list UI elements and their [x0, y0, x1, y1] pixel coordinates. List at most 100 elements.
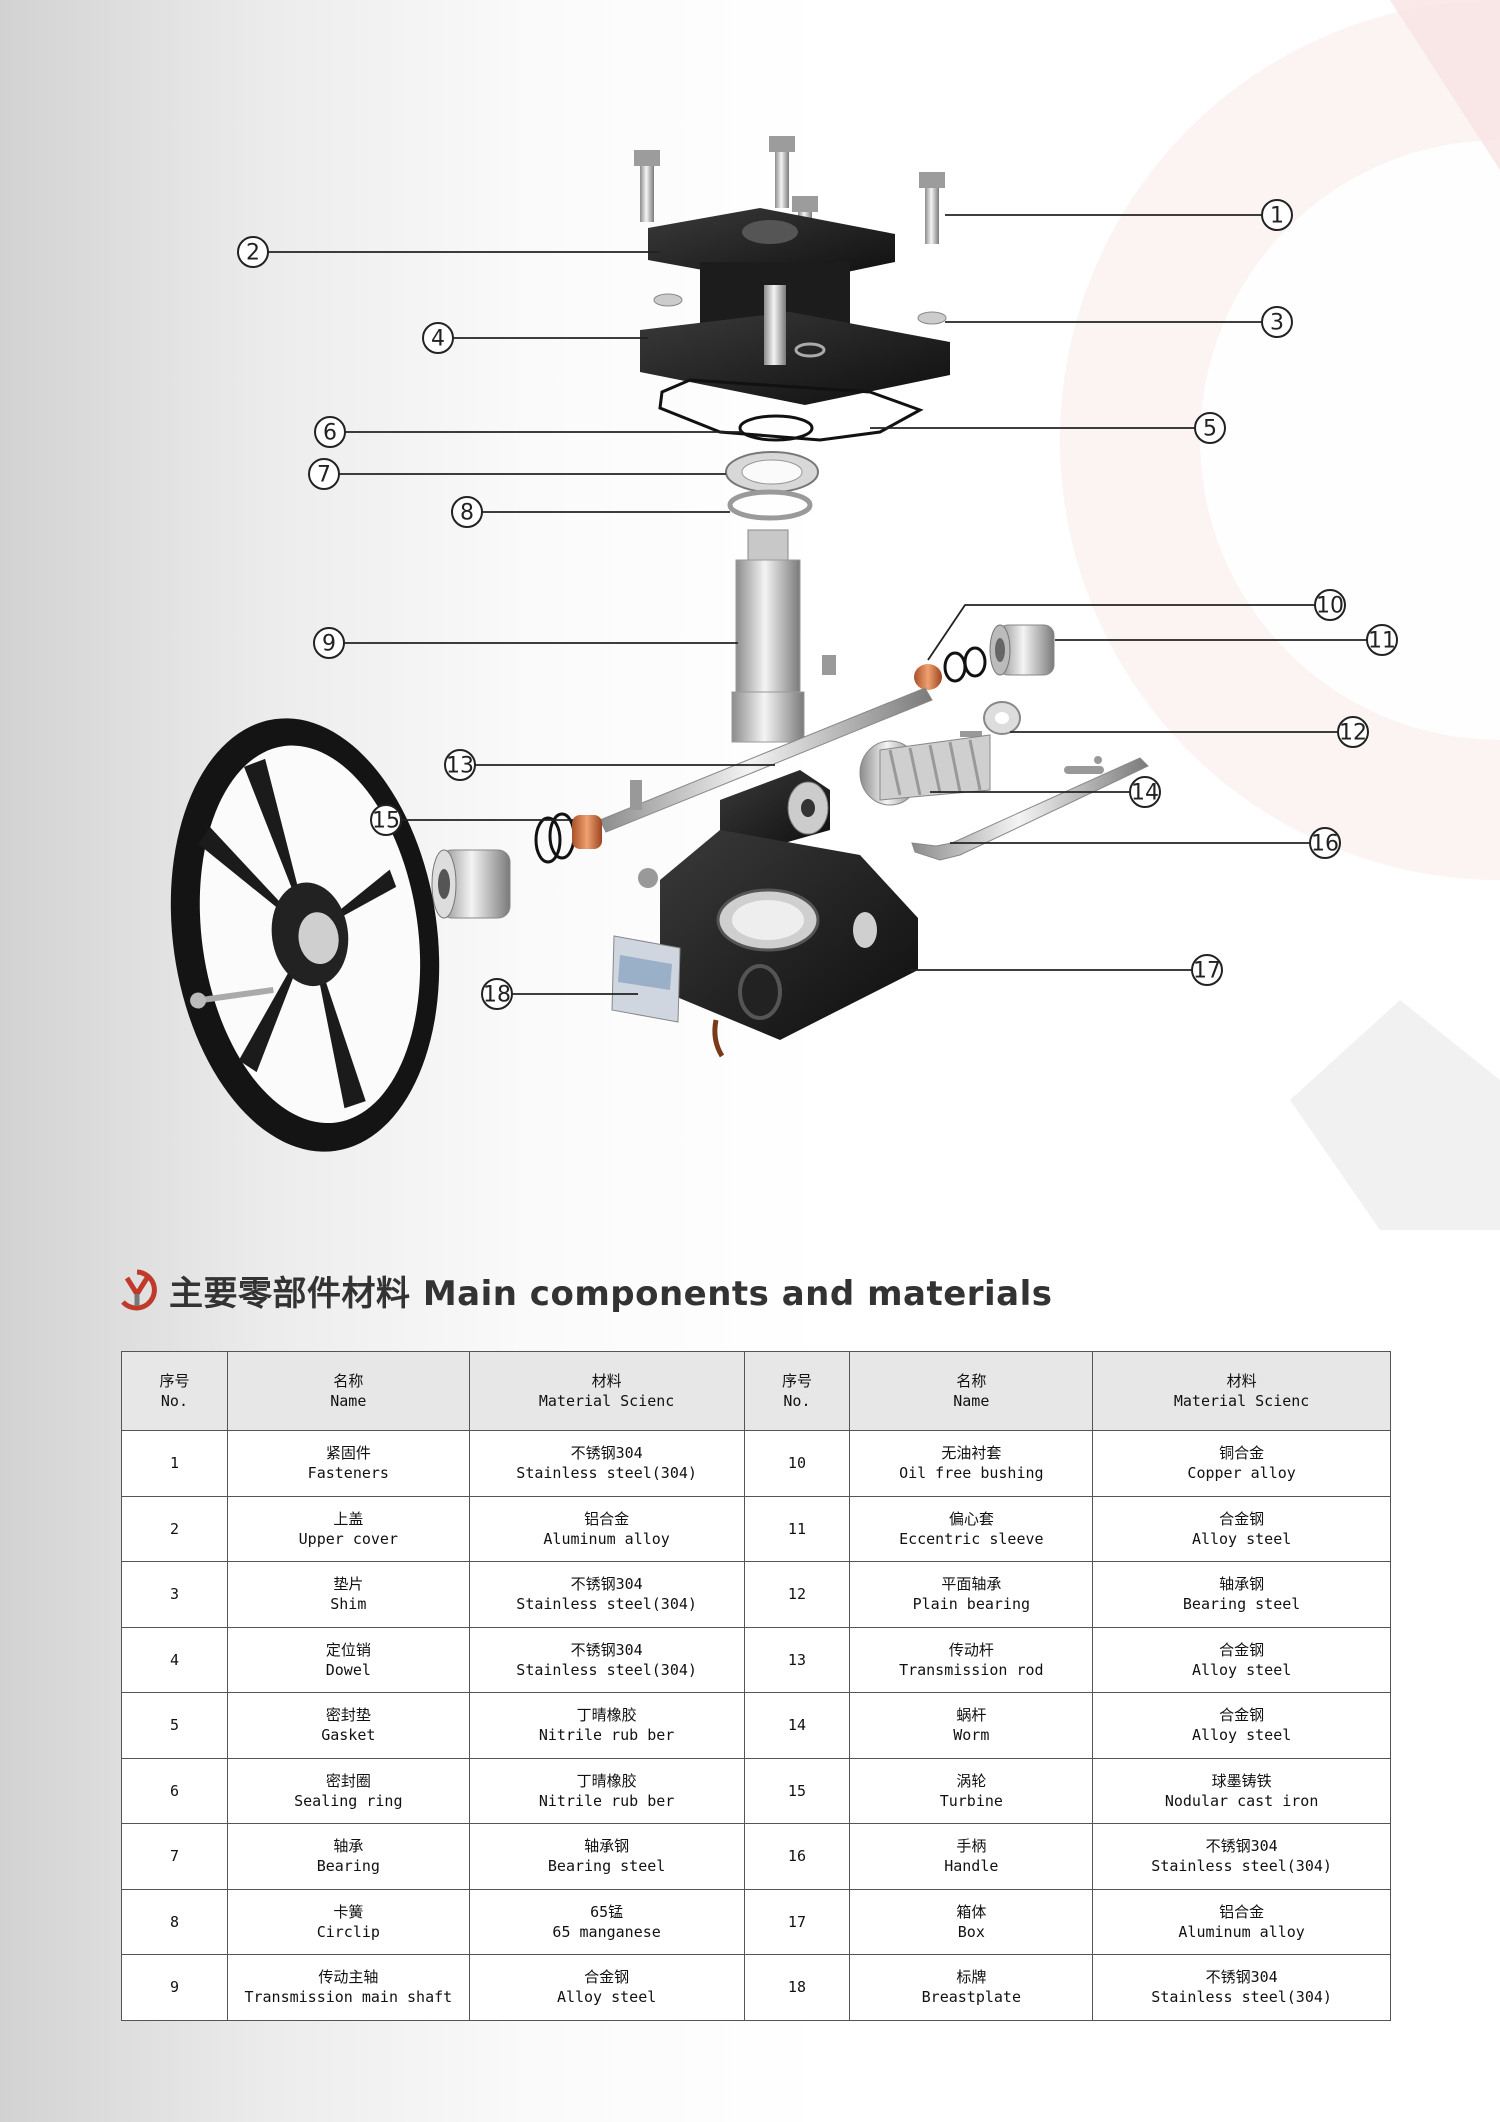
name-en-text: Gasket [321, 1726, 376, 1745]
cell-no: 4 [121, 1626, 228, 1693]
oil-free-bushing-part [914, 646, 987, 690]
no2-text: 17 [787, 1912, 806, 1931]
mat2-cn-text: 合金钢 [1219, 1509, 1265, 1528]
name-en-text: Shim [330, 1595, 367, 1614]
mat-en-text: 65 manganese [552, 1922, 661, 1941]
name2-cn-text: 平面轴承 [941, 1575, 1002, 1594]
mat2-en-text: Bearing steel [1182, 1595, 1301, 1614]
upper-cover-part [640, 208, 950, 405]
worm-part [859, 734, 991, 806]
shim-part-2 [917, 311, 947, 325]
name2-cn-text: 涡轮 [956, 1771, 987, 1790]
cell-no: 5 [121, 1692, 228, 1759]
turbine-part [720, 770, 830, 850]
mat2-cn-text: 球墨铸铁 [1211, 1771, 1272, 1790]
callout-11: 11 [1368, 629, 1396, 654]
cell-no: 6 [121, 1757, 228, 1824]
no-text: 5 [169, 1716, 179, 1735]
name-cn-text: 定位销 [325, 1640, 371, 1659]
cell-no: 18 [743, 1954, 851, 2021]
cell-no: 1 [121, 1430, 228, 1497]
mat2-cn-text: 不锈钢304 [1205, 1837, 1278, 1856]
cell-no: 13 [743, 1626, 851, 1693]
name2-en-text: Handle [944, 1857, 999, 1876]
mat-cn-text: 丁晴橡胶 [576, 1771, 637, 1790]
shim-part [653, 293, 683, 307]
no2-text: 16 [787, 1847, 806, 1866]
bearing-part [725, 451, 819, 493]
name2-en-text: Box [957, 1922, 985, 1941]
name-cn-text: 紧固件 [325, 1444, 371, 1463]
cell-no: 9 [121, 1954, 228, 2021]
name2-cn-text: 标牌 [956, 1968, 987, 1987]
name2-cn-text: 无油衬套 [941, 1444, 1002, 1463]
callout-4: 4 [431, 327, 445, 352]
no-text: 3 [169, 1585, 179, 1604]
name-en-text: Transmission main shaft [244, 1988, 453, 2007]
mat2-cn-text: 不锈钢304 [1205, 1968, 1278, 1987]
handle-part [911, 756, 1149, 861]
name-cn-text: 上盖 [333, 1509, 364, 1528]
no2-text: 12 [787, 1585, 806, 1604]
end-cap-part [431, 849, 511, 919]
no2-text: 14 [787, 1716, 806, 1735]
no2-text: 18 [787, 1978, 806, 1997]
cell-no: 14 [743, 1692, 851, 1759]
mat-en-text: Alloy steel [556, 1988, 657, 2007]
name2-cn-text: 传动杆 [948, 1640, 994, 1659]
name-cn-text: 卡簧 [333, 1902, 364, 1921]
transmission-main-shaft-part [731, 529, 805, 743]
mat2-en-text: Stainless steel(304) [1151, 1857, 1332, 1876]
mat-cn-text: 65锰 [590, 1902, 624, 1921]
no-text: 1 [169, 1454, 179, 1473]
cell-no: 11 [743, 1495, 851, 1562]
mat-cn-text: 铝合金 [584, 1509, 630, 1528]
name2-en-text: Worm [953, 1726, 990, 1745]
callout-16: 16 [1311, 832, 1339, 857]
cell-no: 15 [743, 1757, 851, 1824]
sealing-ring-part [738, 414, 814, 442]
handwheel-part [170, 718, 440, 1152]
brand-watermark [1060, 0, 1500, 1230]
name2-cn-text: 箱体 [956, 1902, 987, 1921]
section-header: 主要零部件材料 Main components and materials [115, 1262, 1053, 1318]
name-en-text: Circlip [316, 1922, 380, 1941]
mat-en-text: Bearing steel [547, 1857, 666, 1876]
circlip-part [727, 489, 813, 521]
no2-text: 10 [787, 1454, 806, 1473]
name-cn-text: 传动主轴 [318, 1968, 379, 1987]
name-cn-text: 垫片 [333, 1575, 364, 1594]
mat2-en-text: Alloy steel [1191, 1726, 1292, 1745]
name2-cn-text: 手柄 [956, 1837, 987, 1856]
copper-bushing-part [534, 812, 602, 864]
cell-no: 7 [121, 1823, 228, 1890]
mat-cn-text: 合金钢 [584, 1968, 630, 1987]
